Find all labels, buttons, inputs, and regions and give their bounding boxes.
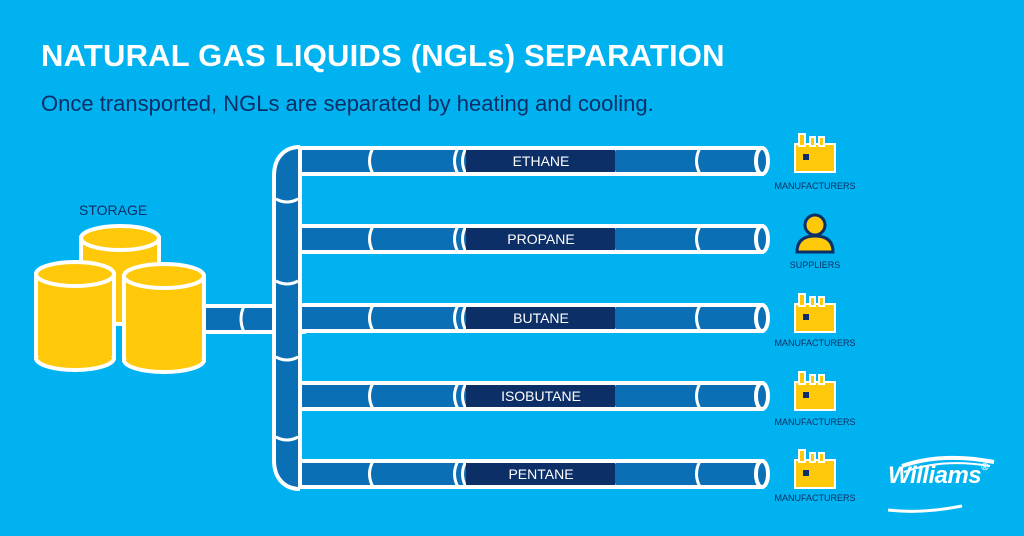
pipe-label-bg-butane: [466, 307, 615, 329]
storage-tank-left: [34, 260, 116, 372]
pipe-label-ethane: ETHANE: [512, 153, 570, 169]
pipe-label-bg-propane: [466, 228, 615, 250]
storage-tanks-icon: [34, 224, 206, 374]
factory-icon: [794, 133, 836, 173]
storage-tank-right: [122, 262, 206, 374]
vertical-manifold-pipe: [272, 145, 303, 491]
factory-icon: [794, 449, 836, 489]
pipe-label-isobutane: ISOBUTANE: [501, 388, 581, 404]
williams-logo-swoosh-icon: [887, 455, 995, 513]
pipe-label-bg-isobutane: [466, 385, 615, 407]
destination-label-butane: MANUFACTURERS: [774, 338, 856, 348]
pipe-label-bg-ethane: [466, 150, 615, 172]
pipe-label-bg-pentane: [466, 463, 615, 485]
destination-label-ethane: MANUFACTURERS: [774, 181, 856, 191]
pipe-label-pentane: PENTANE: [508, 466, 574, 482]
page-subtitle: Once transported, NGLs are separated by …: [41, 91, 654, 116]
destination-label-propane: SUPPLIERS: [789, 260, 841, 270]
destination-label-isobutane: MANUFACTURERS: [774, 417, 856, 427]
williams-logo: Williams®: [888, 462, 989, 490]
logo-text: Williams: [888, 462, 982, 489]
factory-icon: [794, 371, 836, 411]
destination-label-pentane: MANUFACTURERS: [774, 493, 856, 503]
page-title: NATURAL GAS LIQUIDS (NGLs) SEPARATION: [41, 38, 725, 73]
pipe-label-propane: PROPANE: [507, 231, 575, 247]
pipe-label-butane: BUTANE: [513, 310, 569, 326]
person-icon: [795, 213, 835, 254]
factory-icon: [794, 293, 836, 333]
storage-label: STORAGE: [79, 202, 148, 218]
logo-registered-mark: ®: [981, 462, 989, 473]
